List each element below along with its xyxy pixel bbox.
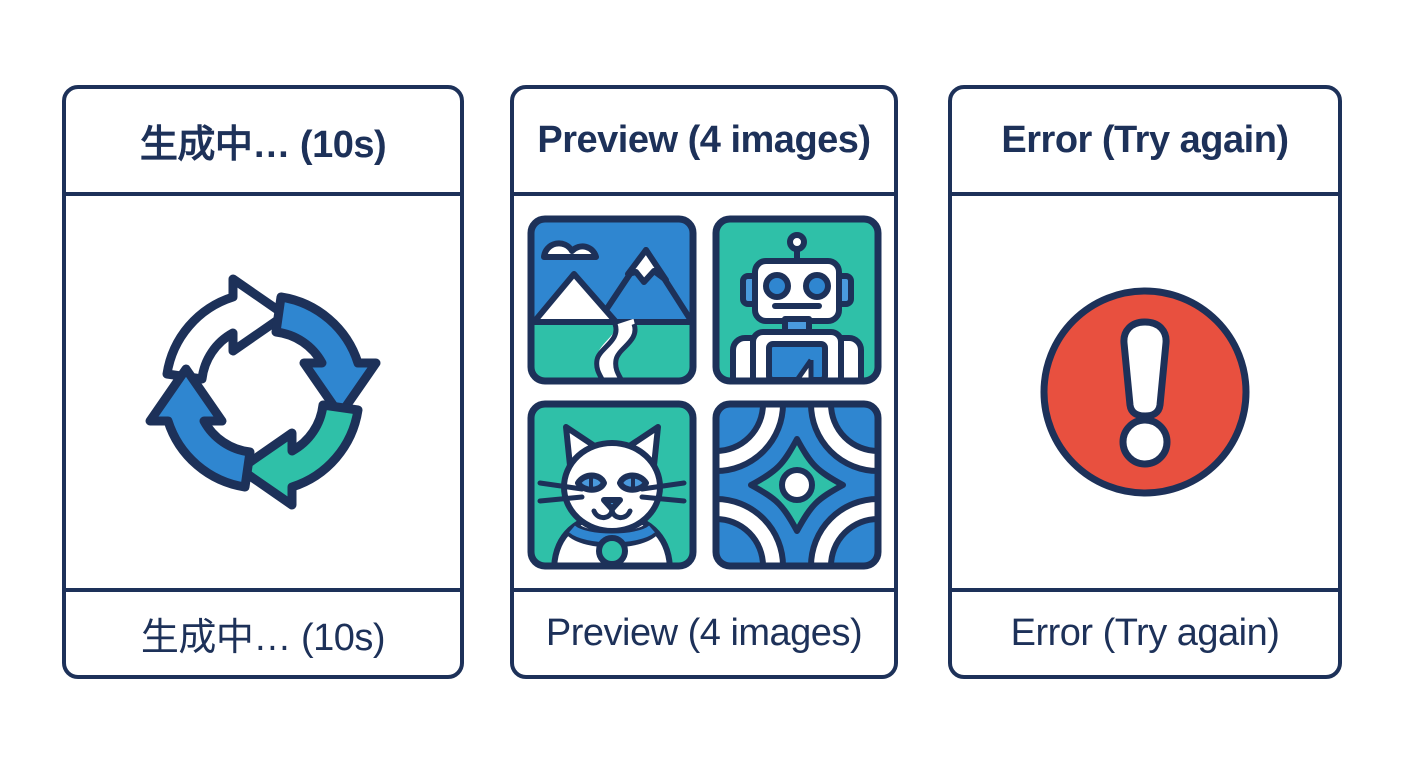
error-card-body — [952, 196, 1338, 588]
preview-thumbnail-grid — [526, 214, 883, 571]
robot-thumbnail[interactable] — [711, 214, 883, 386]
landscape-thumbnail[interactable] — [526, 214, 698, 386]
preview-state-card: Preview (4 images) — [510, 85, 898, 679]
preview-card-footer: Preview (4 images) — [514, 588, 894, 675]
preview-card-body — [514, 196, 894, 588]
error-exclamation-icon — [1037, 284, 1253, 500]
refresh-cycle-icon — [137, 266, 389, 518]
loading-card-footer: 生成中… (10s) — [66, 588, 460, 675]
loading-state-card: 生成中… (10s) 生成中… (10s) — [62, 85, 464, 679]
error-state-card: Error (Try again) Error (Try again) — [948, 85, 1342, 679]
abstract-pattern-thumbnail[interactable] — [711, 399, 883, 571]
preview-card-header: Preview (4 images) — [514, 89, 894, 196]
loading-card-header: 生成中… (10s) — [66, 89, 460, 196]
error-card-header: Error (Try again) — [952, 89, 1338, 196]
error-card-footer: Error (Try again) — [952, 588, 1338, 675]
cat-thumbnail[interactable] — [526, 399, 698, 571]
loading-card-body — [66, 196, 460, 588]
